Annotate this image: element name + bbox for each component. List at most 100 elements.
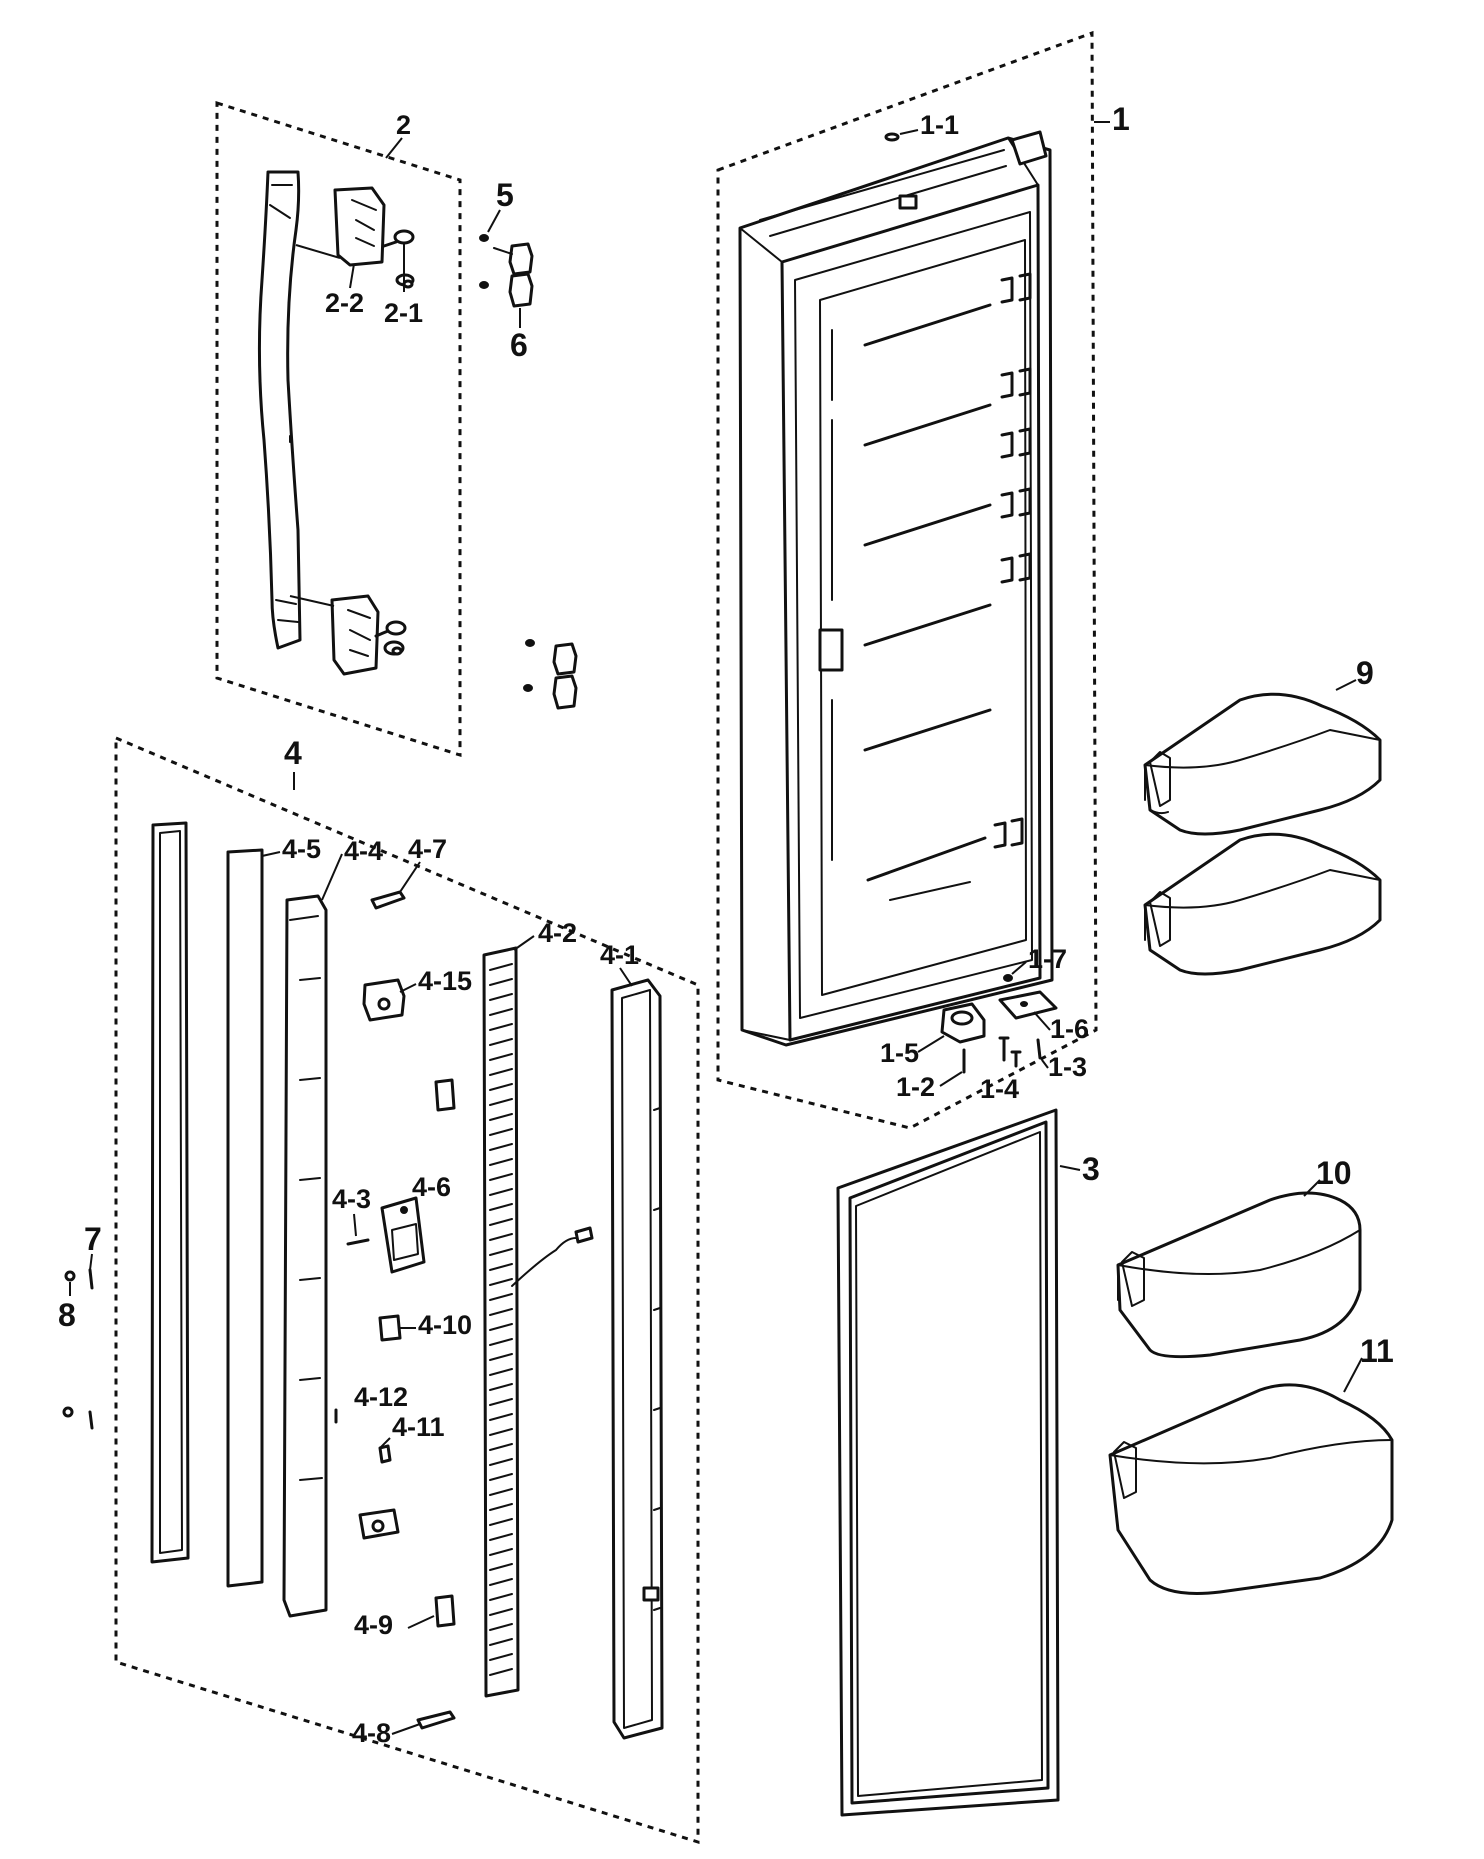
- part-block-a: [434, 1078, 456, 1112]
- handle-bottom-bracket: [330, 594, 380, 676]
- bin-11-clip: [1113, 1441, 1137, 1499]
- label-8: 8: [58, 1297, 76, 1333]
- handle-top-link: [295, 244, 341, 259]
- label-1: 1: [1112, 101, 1130, 137]
- door-case-group-boundary: [114, 735, 700, 1845]
- hinge-parts: 5 6: [479, 177, 578, 710]
- hinge-bottom-lower: [552, 674, 578, 710]
- leader-1-1: [899, 129, 919, 135]
- cap-8-top: [64, 1270, 76, 1282]
- door-frame-strip-inner: [159, 830, 183, 1554]
- part-lower-bracket-hole: [371, 1519, 385, 1533]
- label-4-10: 4-10: [418, 1310, 472, 1340]
- leader-4-5: [261, 851, 281, 857]
- handle-top-bracket-detail: [351, 199, 377, 247]
- leader-1-2: [939, 1071, 963, 1087]
- leader-2-2: [349, 263, 355, 289]
- label-4-9: 4-9: [354, 1610, 393, 1640]
- part-4-5-strip: [226, 848, 264, 1588]
- label-4-1: 4-1: [600, 940, 639, 970]
- hinge-bottom-upper: [552, 642, 578, 676]
- shelf-clip-3: [1000, 427, 1032, 459]
- handle-bottom-link: [289, 595, 335, 607]
- screw-2-1-top: [393, 229, 415, 245]
- bin-10-rim: [1117, 1229, 1361, 1301]
- door-gasket: 3: [836, 1108, 1100, 1817]
- shelf-clip-6: [993, 817, 1024, 849]
- bin-9-lower-rim: [1144, 869, 1381, 941]
- leader-1-3: [1041, 1059, 1049, 1069]
- leader-4-4: [321, 853, 343, 901]
- label-5: 5: [496, 177, 514, 213]
- hinge-screw-bottom-a: [525, 639, 535, 647]
- part-4-4-ribs: [289, 915, 323, 1481]
- label-1-2: 1-2: [896, 1072, 935, 1102]
- leader-4-2: [513, 935, 535, 951]
- label-2-1: 2-1: [384, 298, 423, 328]
- handle-assembly-group: 2 2-2 2-1: [215, 100, 462, 758]
- screw-2-1-top-shaft: [382, 240, 398, 248]
- bin-9-upper: [1143, 692, 1382, 836]
- part-1-7: [1003, 974, 1013, 982]
- part-4-2-connector: [574, 1226, 594, 1244]
- leader-4-11: [379, 1437, 391, 1449]
- door-liner-recess: [819, 239, 1027, 996]
- leader-4-8: [391, 1723, 421, 1735]
- bin-9-upper-rim: [1144, 729, 1381, 815]
- label-4-8: 4-8: [352, 1718, 391, 1748]
- hinge-top-upper: [508, 242, 534, 276]
- leader-1-5: [917, 1035, 945, 1053]
- label-11: 11: [1360, 1333, 1394, 1369]
- label-4: 4: [284, 735, 302, 771]
- door-assembly-group: 1: [716, 30, 1130, 1130]
- handle-bottom-bracket-detail: [347, 609, 371, 657]
- shelf-rail-6: [866, 836, 987, 882]
- part-4-1-clip: [642, 1586, 660, 1602]
- door-top-sensor: [898, 194, 918, 210]
- leader-10: [1303, 1179, 1321, 1197]
- handle-top-bracket: [333, 186, 386, 267]
- leader-4-7: [399, 861, 421, 893]
- door-liner-inner: [794, 211, 1033, 1019]
- label-4-3: 4-3: [332, 1184, 371, 1214]
- bin-11: [1108, 1383, 1394, 1595]
- handle-group-boundary: [215, 100, 462, 758]
- bin-9-upper-clip: [1149, 751, 1171, 807]
- label-1-6: 1-6: [1050, 1014, 1089, 1044]
- handle-top-detail: [269, 184, 293, 219]
- gasket-inner-edge: [855, 1131, 1043, 1797]
- handle-bottom-detail: [275, 599, 299, 623]
- hinge-screw-top: [479, 234, 489, 242]
- door-top-edge: [759, 149, 1007, 237]
- cap-top-inner: [402, 279, 414, 289]
- bin-10: [1116, 1191, 1362, 1359]
- door-left-latch: [818, 628, 844, 672]
- leader-7: [89, 1253, 93, 1271]
- leader-1-7: [1011, 961, 1027, 975]
- bin-10-clip: [1121, 1251, 1145, 1307]
- part-4-2-wire: [511, 1231, 589, 1287]
- part-4-3-screw: [346, 1238, 370, 1246]
- part-4-11: [378, 1444, 392, 1464]
- cap-8-bottom: [62, 1406, 74, 1418]
- door-shelf-clips: [993, 272, 1032, 849]
- part-4-6-bracket: [380, 1196, 426, 1274]
- shelf-clip-2: [1000, 367, 1032, 399]
- screw-bottom-shaft: [374, 629, 390, 638]
- shelf-rail-5: [863, 708, 992, 752]
- label-4-6: 4-6: [412, 1172, 451, 1202]
- part-4-6-detail: [391, 1223, 419, 1261]
- hinge-screw-mid: [479, 281, 489, 289]
- part-4-1-trim-inner: [621, 989, 653, 1729]
- hinge-top-link: [493, 247, 513, 255]
- shelf-rail-3: [863, 503, 992, 547]
- label-4-5: 4-5: [282, 834, 321, 864]
- gasket-inner: [848, 1120, 1050, 1805]
- door-top-hinge-cap: [1010, 130, 1048, 166]
- shelf-rail-2: [863, 403, 992, 447]
- leader-3: [1059, 1165, 1081, 1171]
- label-1-4: 1-4: [980, 1074, 1019, 1104]
- shelf-clip-4: [1000, 487, 1032, 519]
- leader-11: [1343, 1357, 1363, 1393]
